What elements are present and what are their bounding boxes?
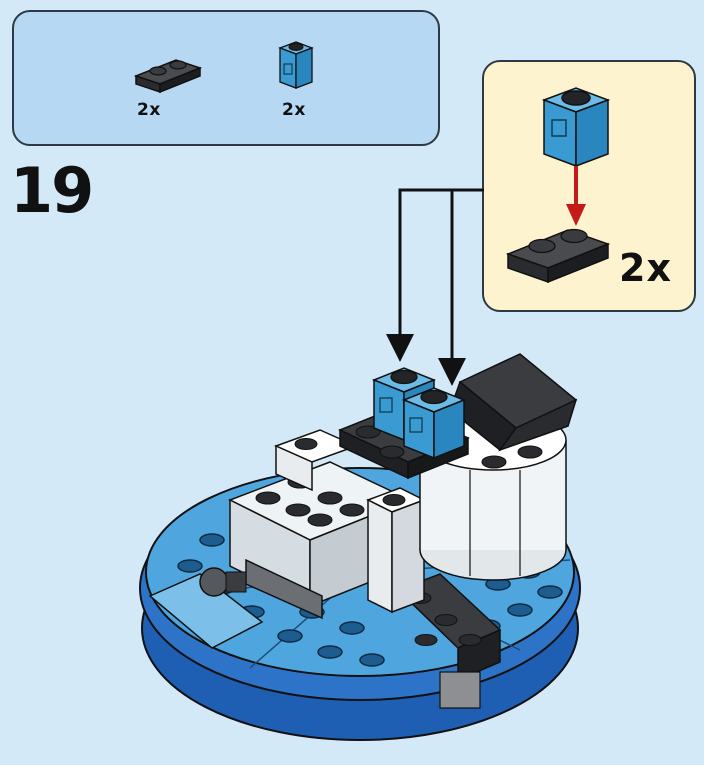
blue-brick-right-icon xyxy=(404,388,464,458)
white-tall-brick-icon xyxy=(368,488,424,612)
arrow-head-left-icon xyxy=(386,334,414,362)
